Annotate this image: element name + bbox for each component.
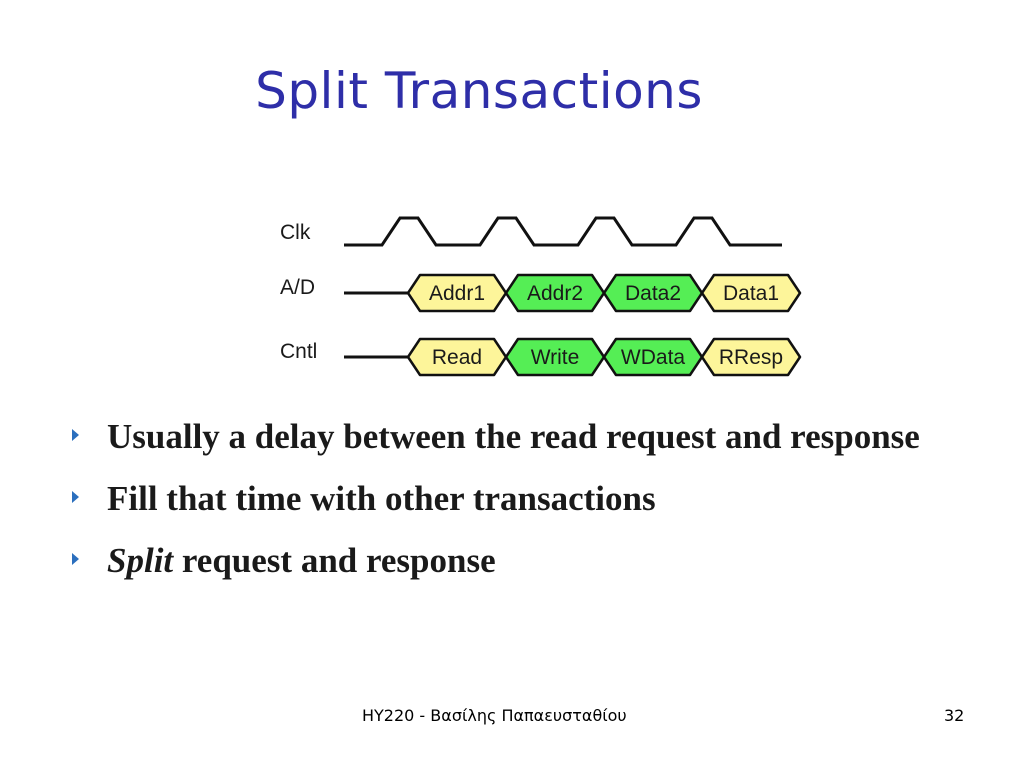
bus-segment-label: Data2 [625, 282, 681, 305]
bus-segment-label: Read [432, 346, 482, 369]
bus-segment-label: RResp [719, 346, 783, 369]
signal-label-ad: A/D [280, 276, 315, 299]
bus-segment [700, 273, 802, 313]
bullet-text: Fill that time with other transactions [107, 479, 656, 518]
bus-segment-label: Data1 [723, 282, 779, 305]
bullet-text: request and response [173, 541, 496, 580]
footer-text: ΗΥ220 - Βασίλης Παπαευσταθίου [362, 706, 627, 725]
timing-diagram: Clk A/D Cntl Addr1 Addr2 Data2 Data1 Read Wr… [280, 216, 802, 377]
bullet-arrow-icon [72, 491, 79, 503]
signal-label-clk: Clk [280, 221, 311, 244]
bullet-text-emphasis: Split [107, 541, 174, 580]
bullet-arrow-icon [72, 553, 79, 565]
slide-title: Split Transactions [255, 62, 703, 120]
bullet-item: Fill that time with other transactions [72, 474, 972, 524]
bullet-arrow-icon [72, 429, 79, 441]
bullet-item: Split request and response [72, 536, 972, 586]
bullet-item: Usually a delay between the read request… [72, 412, 972, 462]
clock-waveform [344, 216, 782, 247]
bullet-list: Usually a delay between the read request… [72, 412, 972, 598]
bus-segment [700, 337, 802, 377]
bus-ad-row: Addr1 Addr2 Data2 Data1 [344, 273, 802, 313]
bus-segment-label: WData [621, 346, 686, 369]
bullet-text: Usually a delay between the read request… [107, 417, 920, 456]
signal-label-cntl: Cntl [280, 340, 317, 363]
bus-cntl-row: Read Write WData RResp [344, 337, 802, 377]
bus-segment-label: Addr2 [527, 282, 583, 305]
page-number: 32 [944, 706, 965, 725]
bus-segment-label: Addr1 [429, 282, 485, 305]
bus-segment-label: Write [531, 346, 580, 369]
